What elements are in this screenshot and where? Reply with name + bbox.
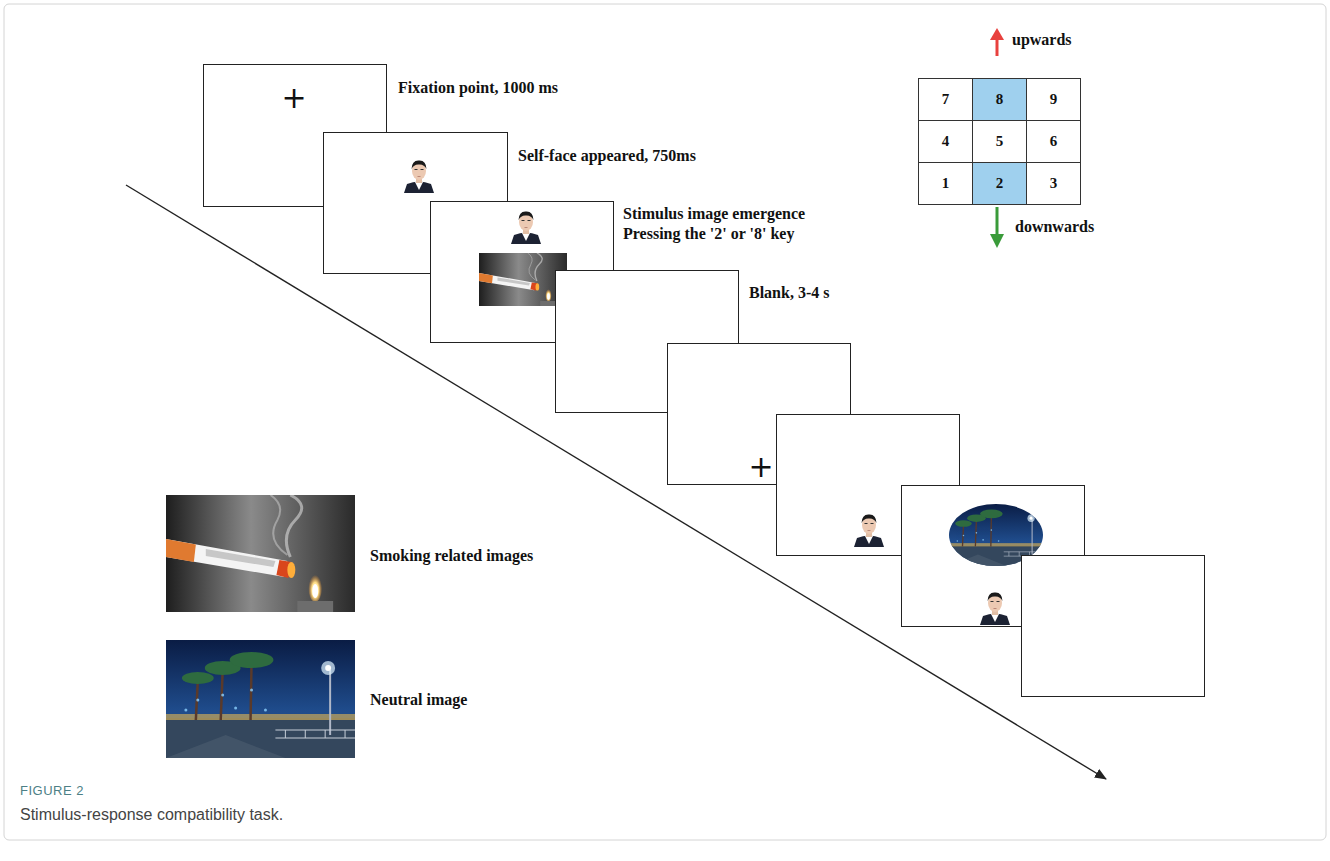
keypad-key: 3 xyxy=(1026,162,1081,205)
figure-caption: Stimulus-response compatibility task. xyxy=(20,805,283,825)
slide-caption: Fixation point, 1000 ms xyxy=(398,78,558,98)
keypad-key: 4 xyxy=(918,120,973,163)
keypad-key: 1 xyxy=(918,162,973,205)
key-number: 4 xyxy=(942,133,950,150)
key-number: 8 xyxy=(996,91,1004,108)
image-type-label: Smoking related images xyxy=(370,546,533,566)
keypad-key: 8 xyxy=(972,78,1027,121)
keypad-key: 5 xyxy=(972,120,1027,163)
keypad-key: 6 xyxy=(1026,120,1081,163)
fixation-cross: + xyxy=(281,83,306,113)
keypad-key: 9 xyxy=(1026,78,1081,121)
key-number: 7 xyxy=(942,91,950,108)
direction-label: upwards xyxy=(1012,30,1072,50)
key-number: 9 xyxy=(1050,91,1058,108)
slide-caption: Self-face appeared, 750ms xyxy=(518,146,696,166)
key-number: 5 xyxy=(996,133,1004,150)
key-number: 2 xyxy=(996,175,1004,192)
slide-caption: Stimulus image emergence xyxy=(623,204,805,224)
keypad-key: 7 xyxy=(918,78,973,121)
keypad-key: 2 xyxy=(972,162,1027,205)
key-number: 6 xyxy=(1050,133,1058,150)
fixation-cross: + xyxy=(748,452,773,482)
figure-number: FIGURE 2 xyxy=(20,781,84,801)
blank-slide xyxy=(1021,555,1205,697)
slide-caption: Pressing the '2' or '8' key xyxy=(623,224,794,244)
key-number: 1 xyxy=(942,175,950,192)
image-type-label: Neutral image xyxy=(370,690,467,710)
direction-label: downwards xyxy=(1015,217,1094,237)
key-number: 3 xyxy=(1050,175,1058,192)
slide-caption: Blank, 3-4 s xyxy=(749,283,829,303)
